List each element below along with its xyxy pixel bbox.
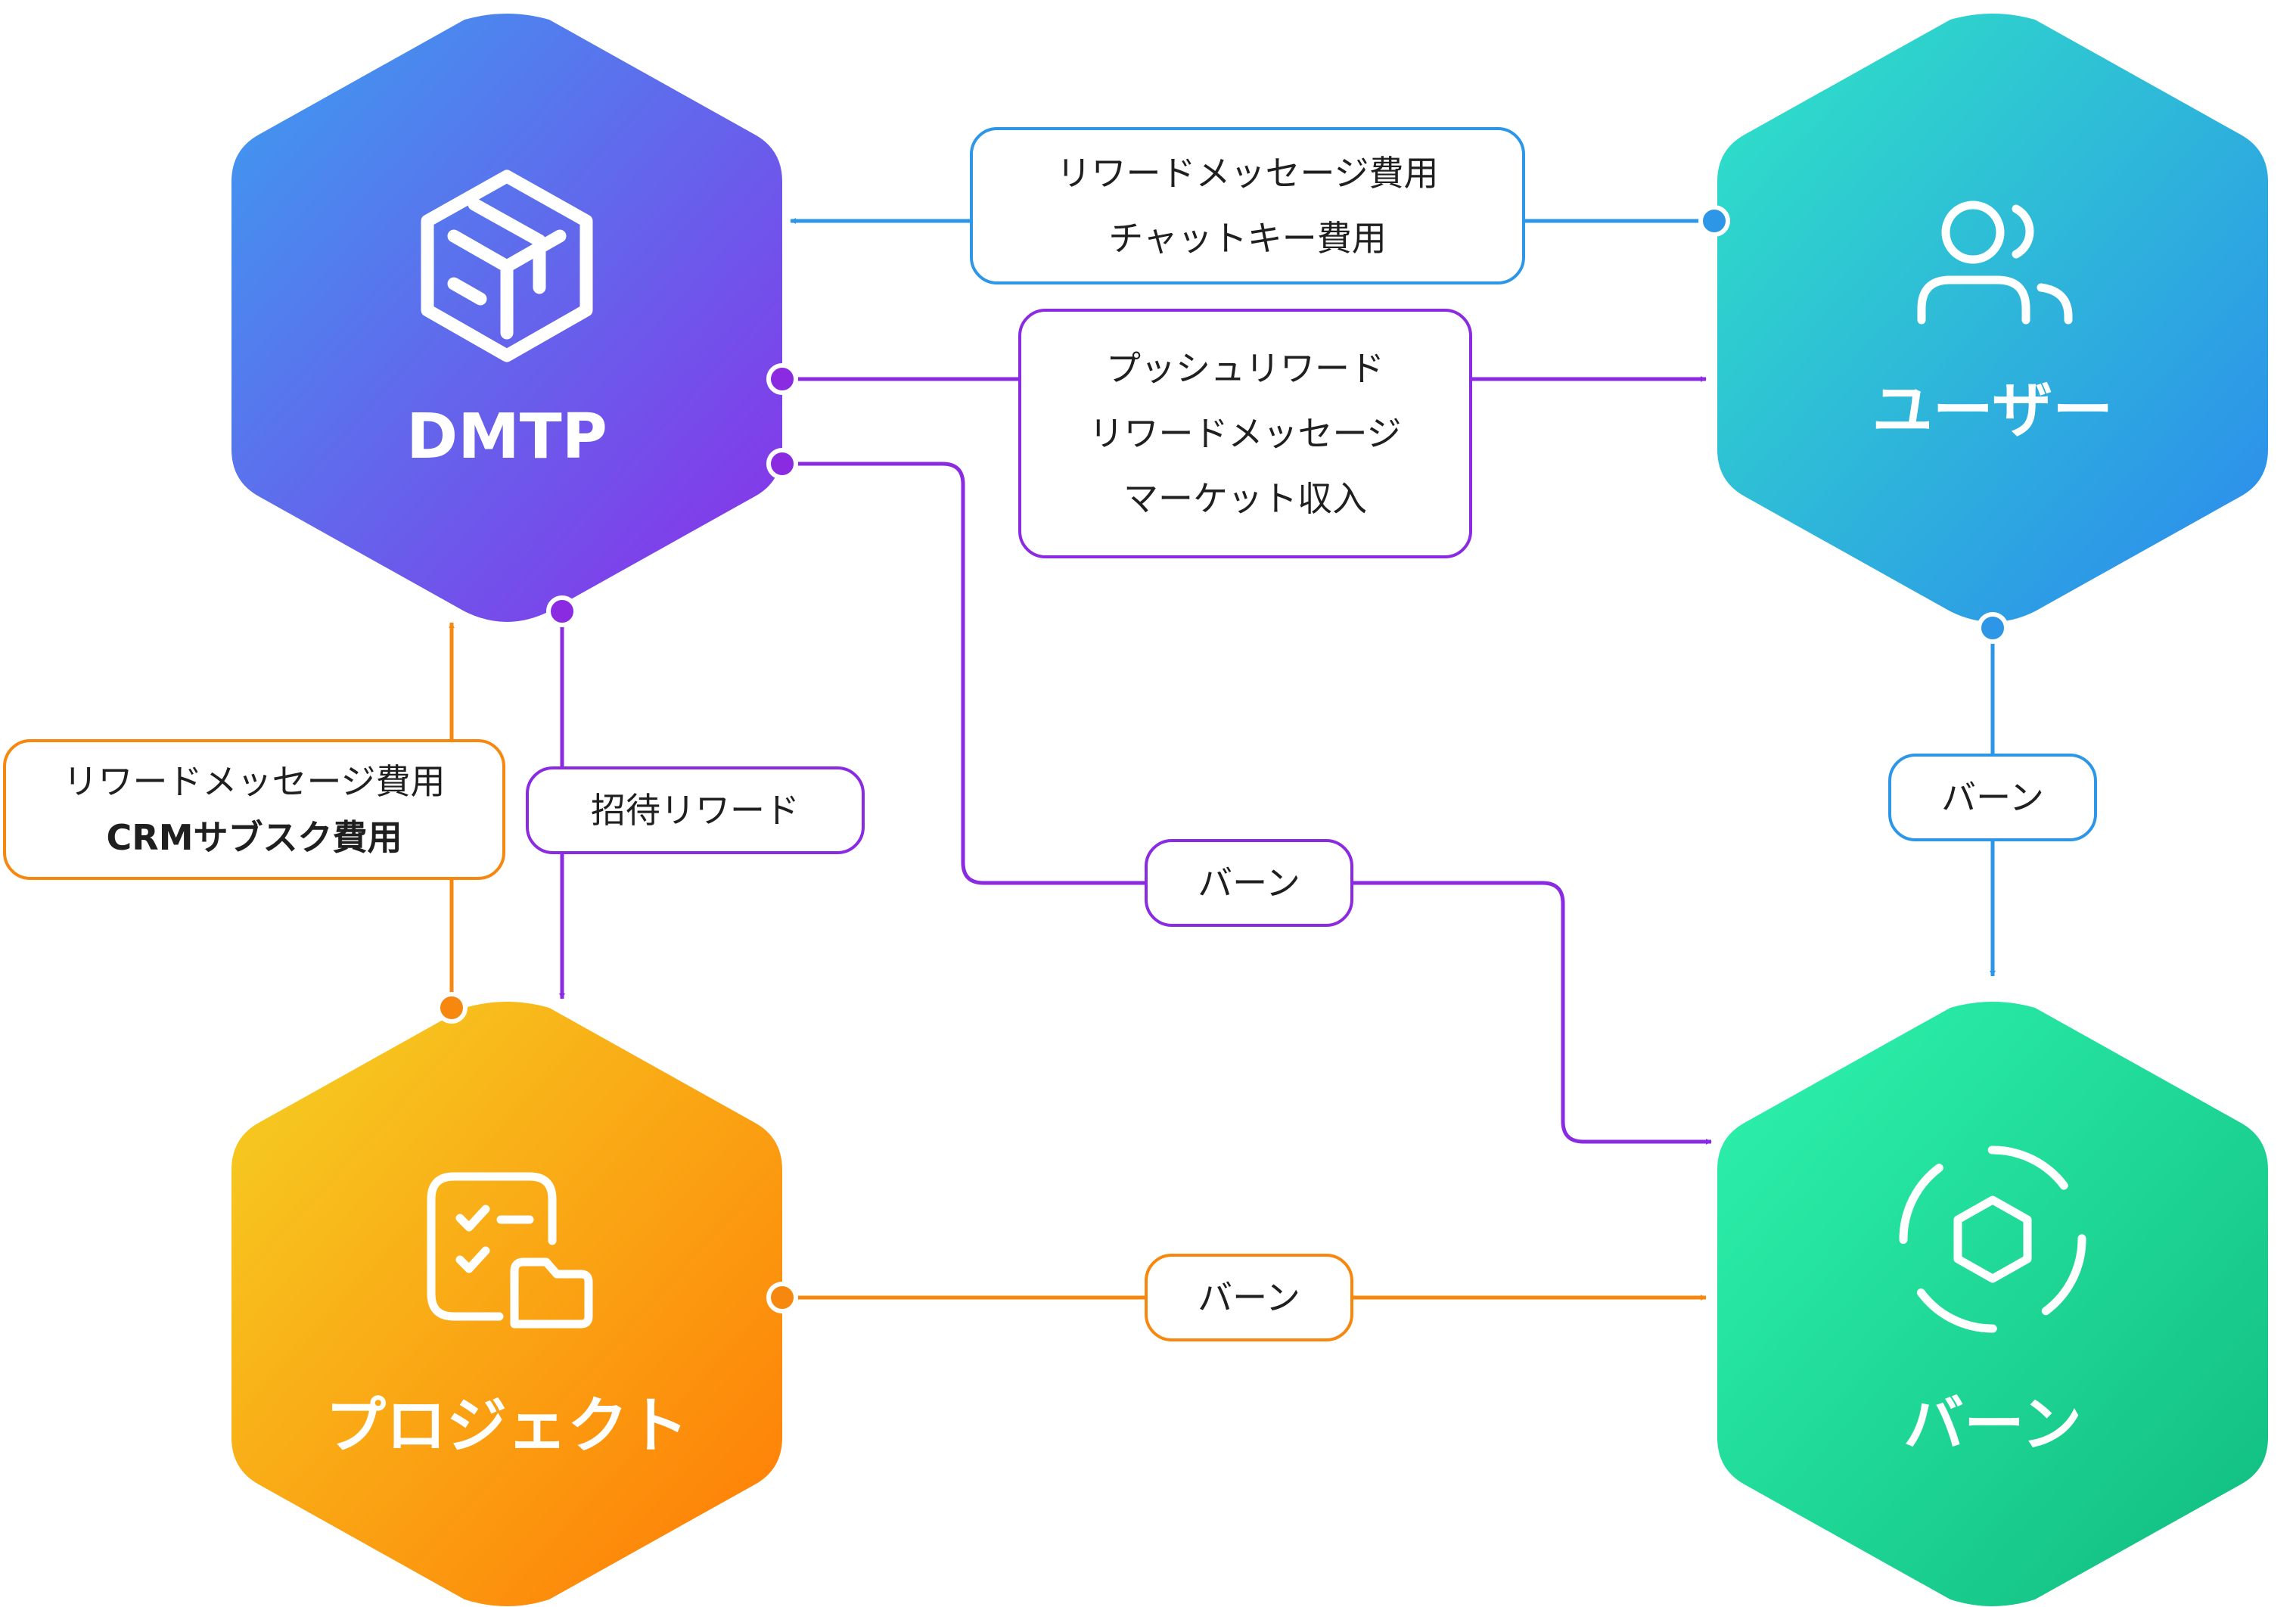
dot-user-out-left	[1698, 205, 1730, 237]
node-burn: バーン	[1717, 1002, 2268, 1606]
hexagon-ring-icon	[1899, 1145, 2086, 1333]
dot-project-out-top	[436, 992, 468, 1024]
node-project: プロジェクト	[231, 1002, 782, 1606]
dot-dmtp-out-right-bottom	[766, 448, 798, 480]
label-line: バーン	[1941, 777, 2044, 818]
label-line: CRMサブスク費用	[106, 817, 402, 858]
edge-dmtp-to-burn	[782, 462, 1712, 1145]
label-project-to-burn: バーン	[1145, 1254, 1353, 1341]
label-line: リワードメッセージ	[1089, 413, 1402, 454]
label-line: バーン	[1198, 863, 1300, 903]
node-dmtp-title: DMTP	[406, 401, 607, 473]
node-burn-title: バーン	[1903, 1389, 2082, 1459]
label-line: プッシュリワード	[1106, 348, 1384, 389]
label-dmtp-to-project: 招待リワード	[526, 766, 865, 854]
node-project-title: プロジェクト	[325, 1391, 688, 1461]
node-user-title: ユーザー	[1872, 375, 2113, 446]
label-line: バーン	[1198, 1277, 1300, 1318]
label-project-to-dmtp: リワードメッセージ費用 CRMサブスク費用	[3, 739, 505, 880]
label-dmtp-to-user: プッシュリワード リワードメッセージ マーケット収入	[1018, 309, 1472, 558]
dot-dmtp-out-bottom	[546, 595, 578, 627]
label-dmtp-to-burn: バーン	[1145, 839, 1353, 927]
label-line: リワードメッセージ費用	[1056, 153, 1439, 194]
label-user-to-dmtp: リワードメッセージ費用 チャットキー費用	[970, 127, 1525, 284]
node-dmtp: DMTP	[231, 14, 782, 622]
dot-user-out-bottom	[1977, 612, 2009, 644]
dot-project-out-right	[766, 1282, 798, 1313]
users-icon	[1917, 200, 2073, 325]
label-line: 招待リワード	[591, 790, 800, 831]
dot-dmtp-out-right-top	[766, 363, 798, 395]
node-user: ユーザー	[1717, 14, 2268, 622]
label-line: リワードメッセージ費用	[63, 761, 446, 802]
label-line: チャットキー費用	[1108, 218, 1387, 259]
cube-box-icon	[421, 169, 593, 362]
label-user-to-burn: バーン	[1888, 754, 2097, 841]
checklist-folder-icon	[427, 1172, 593, 1329]
label-line: マーケット収入	[1123, 478, 1367, 519]
